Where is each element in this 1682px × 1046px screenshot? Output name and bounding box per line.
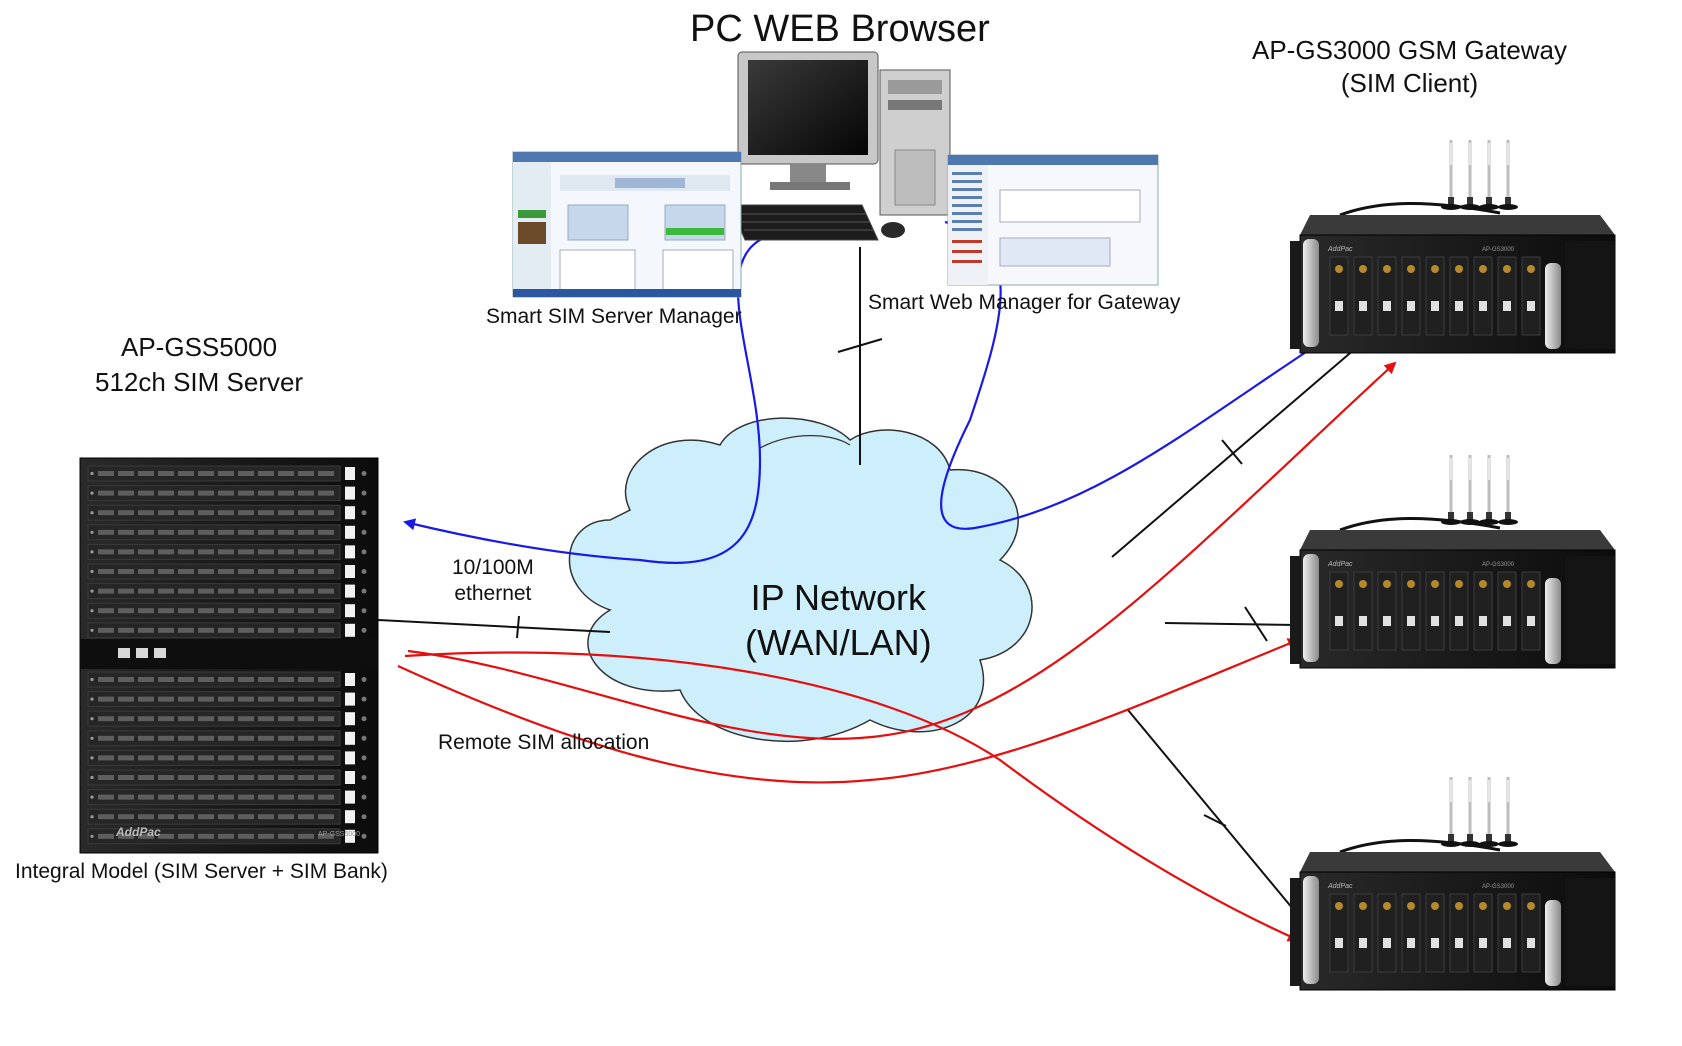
sim-server-device: AddPac AP-GSS5000 (79, 457, 379, 854)
gateway-device-1: AddPac AP-GS3000 (1290, 140, 1616, 354)
ip-network-cloud (568, 417, 1033, 743)
ip-network-label: IP Network (WAN/LAN) (745, 575, 932, 665)
gateway-model-tag: AP-GS3000 (1482, 247, 1515, 253)
gateway-brand-text: AddPac (1327, 883, 1353, 890)
sim-server-manager-screenshot (512, 151, 742, 298)
server-brand-text: AddPac (115, 825, 161, 839)
ethernet-label: 10/100M ethernet (452, 555, 534, 608)
gateway-model-tag: AP-GS3000 (1482, 884, 1515, 890)
gateway-model-tag: AP-GS3000 (1482, 562, 1515, 568)
gateway-device-2: AddPac AP-GS3000 (1290, 455, 1616, 669)
gateway-web-manager-label: Smart Web Manager for Gateway (868, 291, 1181, 314)
gateway-brand-text: AddPac (1327, 246, 1353, 253)
gateway-brand-text: AddPac (1327, 561, 1353, 568)
ip-network-line1: IP Network (750, 577, 927, 618)
gateway-device-3: AddPac AP-GS3000 (1290, 777, 1616, 991)
ethernet-label-line1: 10/100M (452, 556, 534, 579)
pc-computer (729, 51, 951, 241)
pc-browser-title: PC WEB Browser (690, 8, 990, 50)
management-links (403, 220, 1334, 564)
server-title-line1: AP-GSS5000 (121, 332, 278, 362)
gateway-title-line1: AP-GS3000 GSM Gateway (1252, 35, 1568, 65)
server-caption: Integral Model (SIM Server + SIM Bank) (15, 860, 388, 883)
gateway-web-manager-screenshot (947, 154, 1159, 286)
server-title: AP-GSS5000 512ch SIM Server (95, 330, 303, 400)
remote-sim-allocation-label: Remote SIM allocation (438, 731, 650, 754)
wired-links (377, 247, 1357, 916)
gateway-title: AP-GS3000 GSM Gateway (SIM Client) (1252, 34, 1567, 99)
sim-server-manager-label: Smart SIM Server Manager (486, 305, 742, 328)
server-model-tag: AP-GSS5000 (318, 831, 360, 838)
ethernet-label-line2: ethernet (454, 582, 532, 606)
server-title-line2: 512ch SIM Server (95, 367, 304, 398)
ip-network-line2: (WAN/LAN) (745, 622, 932, 663)
gateway-title-line2: (SIM Client) (1340, 67, 1479, 98)
sim-allocation-links (397, 361, 1397, 942)
